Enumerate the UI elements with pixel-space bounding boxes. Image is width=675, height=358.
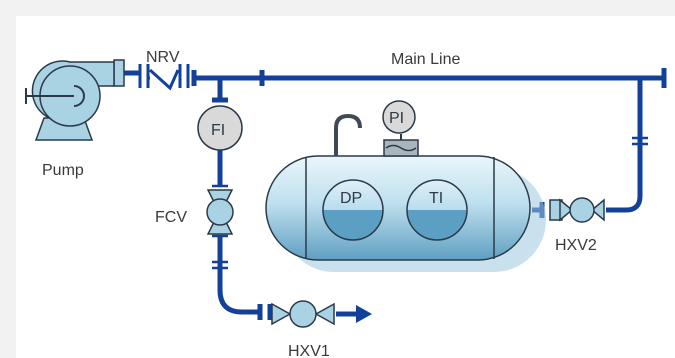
nrv-valve-icon: [138, 64, 190, 91]
ti-label: TI: [429, 190, 443, 207]
branch-pipe: [212, 78, 362, 320]
hxv1-valve-icon: [271, 300, 335, 328]
flow-arrow-icon: [356, 305, 372, 323]
pump-icon: [25, 59, 125, 141]
fcv-valve-icon: [206, 189, 234, 235]
dp-label: DP: [340, 190, 362, 207]
pipe-break-marks: [212, 136, 648, 270]
nrv-label: NRV: [146, 49, 180, 66]
dp-gauge-icon: [322, 179, 384, 241]
pi-label: PI: [389, 110, 404, 127]
tank-vessel: [265, 155, 546, 272]
main-line-pipe: [122, 68, 667, 88]
fi-label: FI: [211, 122, 225, 139]
vent-pipe-icon: [334, 113, 362, 156]
fcv-label: FCV: [155, 209, 187, 226]
hxv2-valve-icon: [549, 197, 605, 223]
pump-label: Pump: [42, 162, 84, 179]
ti-gauge-icon: [406, 179, 468, 241]
hxv2-label: HXV2: [555, 237, 597, 254]
main-line-label: Main Line: [391, 51, 460, 68]
pressure-indicator-icon: [382, 100, 419, 157]
hxv1-label: HXV1: [288, 343, 330, 358]
flow-indicator-icon: [197, 105, 243, 151]
